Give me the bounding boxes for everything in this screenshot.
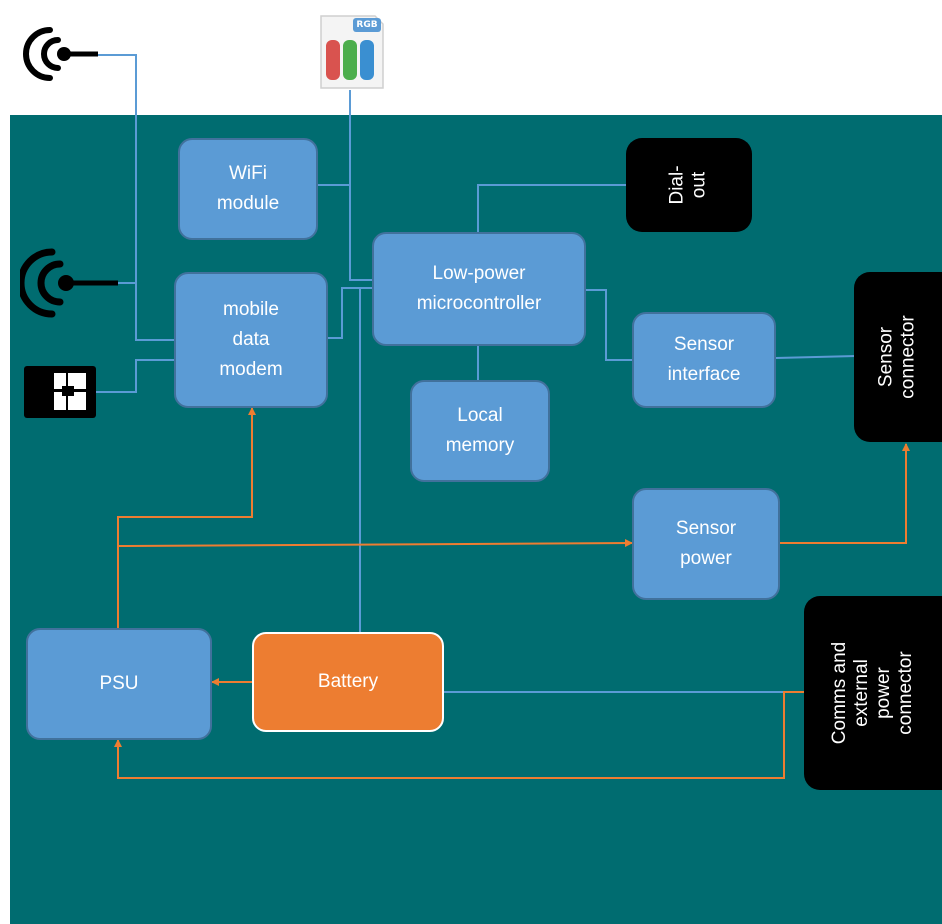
comms-connector-line-3: power [872,667,894,719]
modem-mcu-line [328,287,374,339]
rgb-line [318,90,351,186]
comms-connector-line-2: external [850,659,872,727]
psu-up-line [117,407,256,629]
sensor-interface-block: Sensor interface [632,312,776,408]
rgb-badge-label: RGB [356,20,378,30]
mcu-dialout-line [477,184,626,232]
dial-out-line-2: out [689,171,710,199]
antenna-icon [23,27,98,81]
comms-power-connector: Comms and external power connector [804,596,942,790]
sensor-connector-line-1: Sensor [875,326,897,388]
mcu-sensorif-line [586,289,634,361]
sim-line [95,359,178,393]
comms-connector-line-1: Comms and [828,641,850,745]
sensorpower-connector-line [780,443,910,544]
antenna-top-line [95,54,178,341]
psu-sensorpower-line [117,539,633,548]
comms-power-connector-label: Comms and external power connector [829,642,917,744]
sensor-connector: Sensor connector [854,272,942,442]
wifi-module-block: WiFi module [178,138,318,240]
mobile-data-modem-block: mobile data modem [174,272,328,408]
bus-line [349,185,374,281]
microcontroller-block: Low-power microcontroller [372,232,586,346]
local-memory-block: Local memory [410,380,550,482]
rgb-led-graphic [320,15,384,89]
comms-psu-line [114,691,806,779]
sim-card-icon [24,366,96,418]
rgb-led-icon: RGB [319,14,385,90]
battery-block: Battery [252,632,444,732]
sensor-connector-line-2: connector [897,315,919,399]
comms-connector-line-4: connector [894,651,916,735]
dial-out-line-1: Dial- [667,165,688,205]
dial-out-connector: Dial- out [626,138,752,232]
sensor-connector-label: Sensor connector [876,315,920,398]
dial-out-label: Dial- out [667,165,711,204]
psu-block: PSU [26,628,212,740]
sensorif-connector-line [775,355,857,359]
sensor-power-block: Sensor power [632,488,780,600]
antenna-icon [20,248,118,318]
